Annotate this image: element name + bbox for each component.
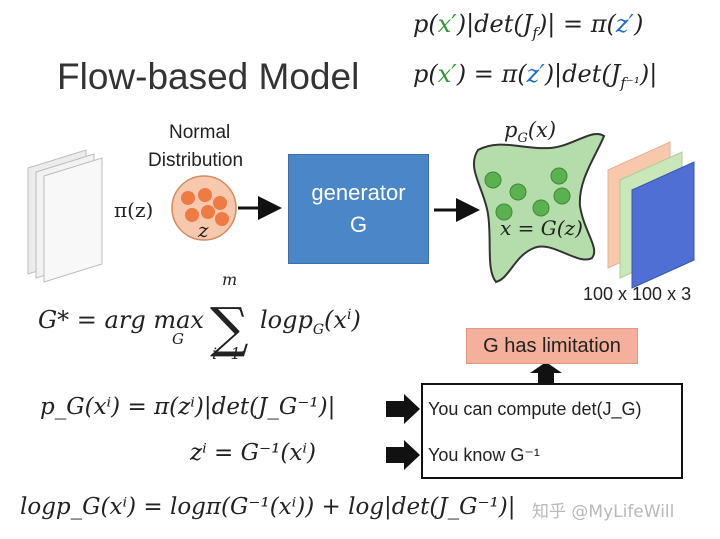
rhs-arg: (x xyxy=(324,306,347,334)
x-equals-gz-label: x = G(z) xyxy=(500,216,583,240)
sum-sigma: ∑ xyxy=(210,296,249,359)
generator-label: generator xyxy=(311,180,406,205)
right-arrow-icon xyxy=(386,394,420,424)
know-inverse-line: You know G⁻¹ xyxy=(428,445,540,465)
equation-log-likelihood: logp_G(xⁱ) = logπ(G⁻¹(xⁱ)) + log|det(J_G… xyxy=(20,494,516,520)
x-prime: x′ xyxy=(437,60,457,88)
watermark: 知乎 @MyLifeWill xyxy=(532,502,675,522)
z-label: z xyxy=(198,218,209,242)
rhs-sub: G xyxy=(312,321,325,338)
formula-text: )|det(J xyxy=(544,60,621,88)
formula-flow-2: p(x′) = π(z′)|det(Jf⁻¹)| xyxy=(413,60,657,92)
formula-sub: f xyxy=(532,23,538,42)
objective-lhs: G* = arg max xyxy=(38,306,204,334)
up-arrow-icon xyxy=(530,362,562,384)
compute-det-line: You can compute det(J_G) xyxy=(428,399,642,419)
formula-text: p( xyxy=(413,10,438,38)
rhs-end: ) xyxy=(351,306,361,334)
equation-z-inverse: zⁱ = G⁻¹(xⁱ) xyxy=(190,440,316,466)
distribution-label: Distribution xyxy=(148,150,244,171)
rhs-sup: i xyxy=(346,307,352,323)
pg-sub: G xyxy=(517,131,528,147)
z-prime: z′ xyxy=(526,60,545,88)
formula-text: )| xyxy=(639,60,658,88)
requirements-box: You can compute det(J_G) You know G⁻¹ xyxy=(421,383,683,479)
equation-pg: p_G(xⁱ) = π(zⁱ)|det(J_G⁻¹)| xyxy=(40,394,336,420)
rhs-log: logp xyxy=(260,306,313,334)
formula-flow-1: p(x′)|det(Jf)| = π(z′) xyxy=(413,10,643,42)
formula-text: )|det(J xyxy=(456,10,533,38)
formula-text: ) = π( xyxy=(456,60,527,88)
generator-box: generator G xyxy=(288,154,429,264)
generator-g-label: G xyxy=(349,212,368,237)
normal-distribution-circle xyxy=(171,175,237,241)
right-arrow-icon xyxy=(386,440,420,470)
pg-label: pG(x) xyxy=(504,118,556,146)
formula-text: )| = π( xyxy=(537,10,616,38)
normal-label: Normal xyxy=(169,122,231,143)
image-size-label: 100 x 100 x 3 xyxy=(583,284,692,304)
pg-arg: (x) xyxy=(527,118,557,142)
objective-rhs: logpG(xi) xyxy=(260,306,361,338)
pg-p: p xyxy=(504,118,518,142)
noise-sheets-icon xyxy=(27,149,103,283)
page-title: Flow-based Model xyxy=(57,56,360,97)
formula-text: ) xyxy=(633,10,644,38)
output-distribution-blob xyxy=(472,133,606,284)
sum-upper-limit: m xyxy=(222,270,238,289)
formula-sub: f⁻¹ xyxy=(620,73,640,92)
pi-z-label: π(z) xyxy=(114,198,154,222)
objective-under-max: G xyxy=(172,330,184,348)
z-prime: z′ xyxy=(615,10,634,38)
sum-lower-limit: i=1 xyxy=(212,344,241,363)
x-prime: x′ xyxy=(437,10,457,38)
rgb-image-layers-icon xyxy=(607,141,695,289)
limitation-box: G has limitation xyxy=(466,328,638,364)
formula-text: p( xyxy=(413,60,438,88)
